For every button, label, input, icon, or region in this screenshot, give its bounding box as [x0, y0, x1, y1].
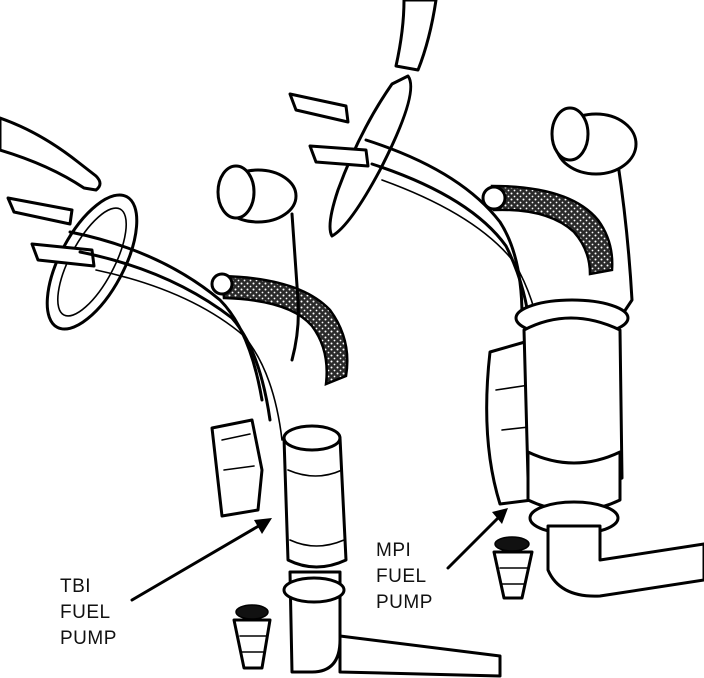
mpi-mounting-flange [328, 74, 413, 238]
tbi-callout [130, 518, 272, 602]
mpi-braided-hose [490, 184, 614, 276]
mpi-pump-outlet [546, 524, 704, 598]
mpi-label: MPI FUEL PUMP [376, 540, 433, 613]
mpi-callout [446, 508, 508, 570]
mpi-float-arm [610, 162, 634, 332]
mpi-fitting-tube-upper [288, 92, 350, 124]
tbi-fuel-line-b [78, 250, 272, 422]
tbi-strainer [232, 618, 272, 670]
tbi-label-line-1: TBI [60, 576, 91, 597]
tbi-fitting-tube-lower [30, 242, 96, 268]
tbi-label-line-3: PUMP [60, 628, 117, 649]
mpi-label-line-3: PUMP [376, 592, 433, 613]
tbi-fitting-tube-upper [6, 196, 74, 226]
tbi-label: TBI FUEL PUMP [60, 576, 117, 649]
mpi-pump-assembly [288, 0, 704, 600]
mpi-leader-line [446, 514, 502, 570]
tbi-supply-hose [0, 116, 102, 192]
tbi-label-line-2: FUEL [60, 602, 111, 623]
mpi-supply-hose [394, 0, 438, 72]
mpi-label-line-1: MPI [376, 540, 411, 561]
mpi-fuel-line-b [370, 162, 532, 332]
tbi-leader-line [130, 522, 264, 602]
mpi-label-line-2: FUEL [376, 566, 427, 587]
mpi-strainer [492, 550, 534, 600]
tbi-fuel-line-a [68, 230, 264, 402]
mpi-arrowhead [492, 508, 508, 524]
tbi-arrowhead [254, 518, 272, 534]
mpi-fuel-line-a [364, 138, 524, 318]
mpi-fitting-tube-lower [308, 144, 370, 168]
tbi-braided-hose [220, 274, 349, 386]
tbi-pump-assembly [0, 116, 502, 678]
tbi-float-arm [290, 212, 300, 362]
